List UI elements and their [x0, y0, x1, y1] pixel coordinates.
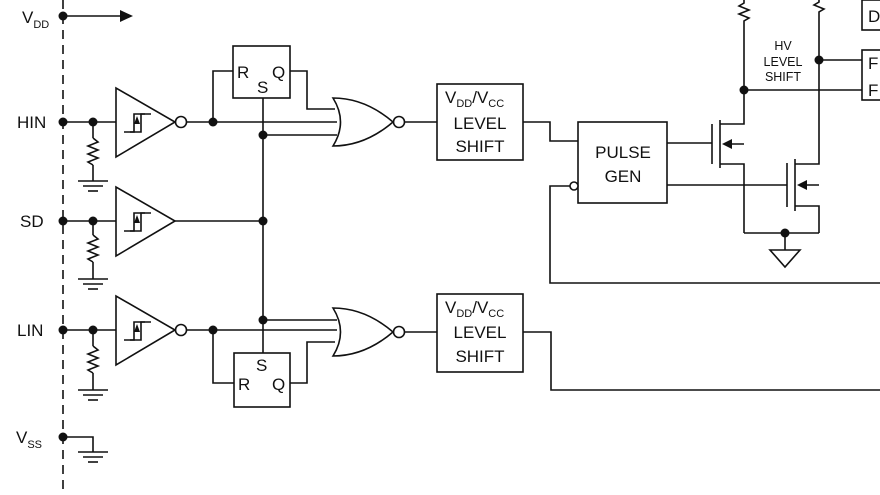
pulse-gen-line2: GEN — [605, 167, 642, 186]
vdd-arrow-icon — [120, 10, 133, 22]
pulse-gen-feedback-bubble — [569, 181, 579, 191]
resistor-left-top — [736, 0, 752, 90]
low-side-output-wire — [523, 331, 880, 391]
latch-top-s-label: S — [257, 78, 268, 97]
hv-label-line3: SHIFT — [765, 70, 801, 84]
hin-rs-latch — [212, 45, 335, 320]
lin-input-stage — [58, 294, 337, 401]
mosfet-right — [667, 60, 820, 233]
feedback-wire — [549, 185, 880, 284]
lin-pin-label: LIN — [17, 321, 43, 340]
vss-ground — [58, 432, 108, 463]
lin-rs-latch — [212, 320, 335, 408]
sd-pin-label: SD — [20, 212, 44, 231]
cut-block-mid-label1: F — [868, 54, 878, 73]
sd-input-stage — [58, 185, 268, 290]
cut-block-mid-label2: F — [868, 81, 878, 100]
hin-pin-label: HIN — [17, 113, 46, 132]
latch-bottom-s-label: S — [256, 356, 267, 375]
latch-bottom-r-label: R — [238, 375, 250, 394]
mosfet-left — [667, 90, 745, 233]
resistor-right-top — [812, 0, 826, 60]
ls-to-pulse-wire — [523, 121, 578, 142]
cut-block-top — [861, 0, 880, 31]
level-shift-bottom-box — [436, 293, 524, 373]
level-shift-top-line2: LEVEL — [454, 114, 507, 133]
hin-input-stage — [58, 86, 337, 192]
vss-pin-label: VSS — [16, 428, 42, 451]
nor-gate-top — [331, 97, 437, 147]
level-shift-bottom-line2: LEVEL — [454, 323, 507, 342]
level-shift-bottom-line1: VDD/VCC — [445, 298, 504, 320]
latch-top-q-label: Q — [272, 63, 285, 82]
level-shift-bottom-line3: SHIFT — [455, 347, 504, 366]
hv-label-line1: HV — [774, 39, 792, 53]
level-shift-top-line1: VDD/VCC — [445, 88, 504, 110]
level-shift-top-box — [436, 83, 524, 161]
level-shift-top-line3: SHIFT — [455, 137, 504, 156]
vdd-pin-label: VDD — [22, 8, 49, 31]
ground-triangle-icon — [768, 249, 802, 269]
nor-gate-bottom — [331, 307, 437, 357]
hv-label-line2: LEVEL — [764, 55, 803, 69]
pulse-gen-line1: PULSE — [595, 143, 651, 162]
latch-bottom-q-label: Q — [272, 375, 285, 394]
latch-top-r-label: R — [237, 63, 249, 82]
cut-block-top-label: D — [868, 7, 880, 26]
cut-block-mid — [861, 49, 880, 101]
pulse-gen-box — [577, 121, 668, 204]
